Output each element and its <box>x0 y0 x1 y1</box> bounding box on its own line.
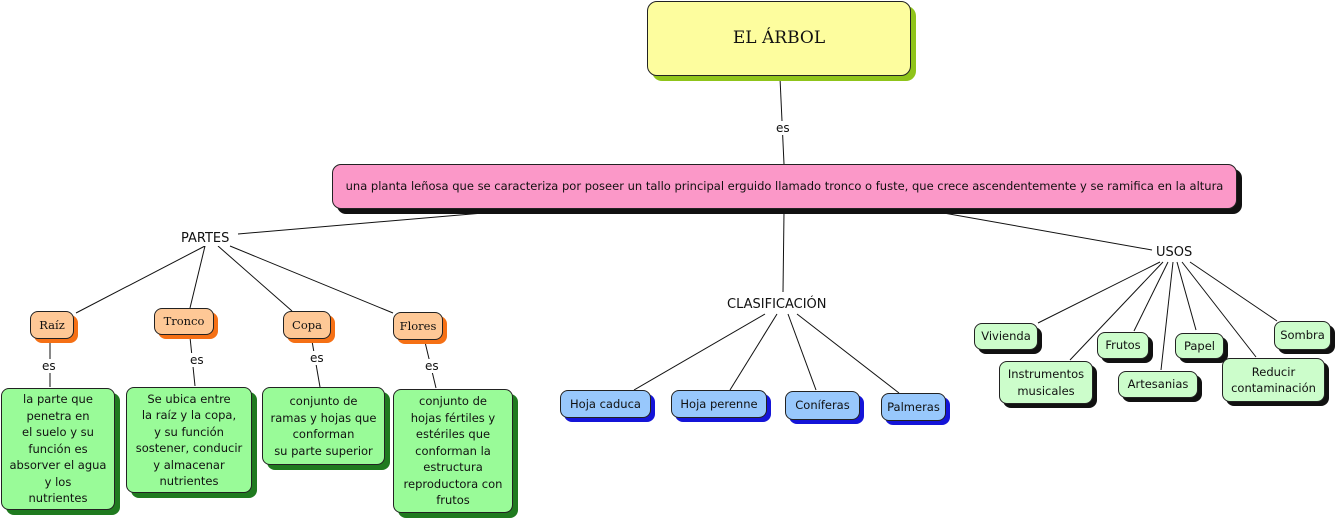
use-frutos-label: Frutos <box>1105 338 1141 353</box>
part-raiz-label: Raíz <box>39 317 65 332</box>
branch-label-clasificacion: CLASIFICACIÓN <box>726 297 828 312</box>
classification-hoja-perenne[interactable]: Hoja perenne <box>671 390 767 418</box>
use-papel[interactable]: Papel <box>1175 333 1224 359</box>
line-usos-vivienda <box>1037 261 1161 324</box>
part-copa-label: Copa <box>292 317 322 332</box>
use-vivienda-label: Vivienda <box>981 329 1031 344</box>
branch-label-partes: PARTES <box>180 231 231 246</box>
classification-palmeras-label: Palmeras <box>887 399 940 414</box>
description-flores[interactable]: conjunto de hojas fértiles y estériles q… <box>393 389 513 513</box>
description-raiz[interactable]: la parte que penetra en el suelo y su fu… <box>1 388 115 510</box>
line-definition-usos <box>937 211 1153 251</box>
description-copa[interactable]: conjunto de ramas y hojas que conforman … <box>262 387 385 465</box>
definition-text: una planta leñosa que se caracteriza por… <box>345 179 1224 194</box>
use-sombra-label: Sombra <box>1280 328 1325 343</box>
part-flores-label: Flores <box>399 318 437 333</box>
branch-label-usos: USOS <box>1155 245 1194 260</box>
line-usos-artesanias <box>1160 261 1174 371</box>
line-clasif-hoja-caduca <box>633 313 766 391</box>
classification-hoja-caduca[interactable]: Hoja caduca <box>560 390 651 418</box>
line-partes-tronco <box>189 245 206 309</box>
line-usos-sombra <box>1189 261 1278 322</box>
line-clasif-hoja-perenne <box>729 313 778 391</box>
description-copa-text: conjunto de ramas y hojas que conforman … <box>270 394 377 458</box>
line-definition-clasificacion <box>782 211 785 293</box>
part-tronco-label: Tronco <box>163 314 205 329</box>
line-clasif-palmeras <box>796 313 900 394</box>
line-usos-reducir <box>1181 261 1257 358</box>
classification-coniferas-label: Coníferas <box>795 398 850 413</box>
classification-hoja-perenne-label: Hoja perenne <box>680 396 758 411</box>
use-instrumentos-musicales[interactable]: Instrumentos musicales <box>999 361 1093 404</box>
part-copa[interactable]: Copa <box>283 311 331 339</box>
line-usos-frutos <box>1133 261 1169 332</box>
part-raiz[interactable]: Raíz <box>30 311 74 339</box>
link-label-copa: es <box>309 351 325 365</box>
line-partes-flores <box>229 245 394 314</box>
use-frutos[interactable]: Frutos <box>1097 332 1149 359</box>
use-vivienda[interactable]: Vivienda <box>974 323 1038 350</box>
description-flores-text: conjunto de hojas fértiles y estériles q… <box>403 394 503 508</box>
line-usos-instrumentos <box>1069 261 1164 361</box>
root-concept[interactable]: EL ÁRBOL <box>647 1 911 76</box>
use-artesanias-label: Artesanias <box>1127 377 1189 392</box>
use-sombra[interactable]: Sombra <box>1274 321 1331 350</box>
line-definition-partes <box>237 211 496 235</box>
part-tronco[interactable]: Tronco <box>154 308 214 335</box>
use-artesanias[interactable]: Artesanias <box>1118 371 1198 398</box>
use-reducir-contaminacion-label: Reducir contaminación <box>1231 364 1316 396</box>
classification-hoja-caduca-label: Hoja caduca <box>570 396 641 411</box>
classification-palmeras[interactable]: Palmeras <box>881 393 946 421</box>
link-label-flores: es <box>424 359 440 373</box>
line-partes-raiz <box>75 245 206 314</box>
description-raiz-text: la parte que penetra en el suelo y su fu… <box>9 392 107 506</box>
link-label-raiz: es <box>41 359 57 373</box>
line-partes-copa <box>217 245 293 312</box>
definition-concept[interactable]: una planta leñosa que se caracteriza por… <box>332 164 1237 209</box>
part-flores[interactable]: Flores <box>393 312 443 340</box>
line-usos-papel <box>1176 261 1197 331</box>
link-label-tronco: es <box>189 353 205 367</box>
use-instrumentos-musicales-label: Instrumentos musicales <box>1007 367 1085 398</box>
root-title: EL ÁRBOL <box>732 28 826 49</box>
description-tronco[interactable]: Se ubica entre la raíz y la copa, y su f… <box>126 387 252 493</box>
line-clasif-coniferas <box>787 313 817 391</box>
classification-coniferas[interactable]: Coníferas <box>785 391 860 420</box>
description-tronco-text: Se ubica entre la raíz y la copa, y su f… <box>135 391 243 489</box>
use-papel-label: Papel <box>1183 338 1216 353</box>
use-reducir-contaminacion[interactable]: Reducir contaminación <box>1222 358 1325 402</box>
link-label-root-definition: es <box>775 121 791 135</box>
